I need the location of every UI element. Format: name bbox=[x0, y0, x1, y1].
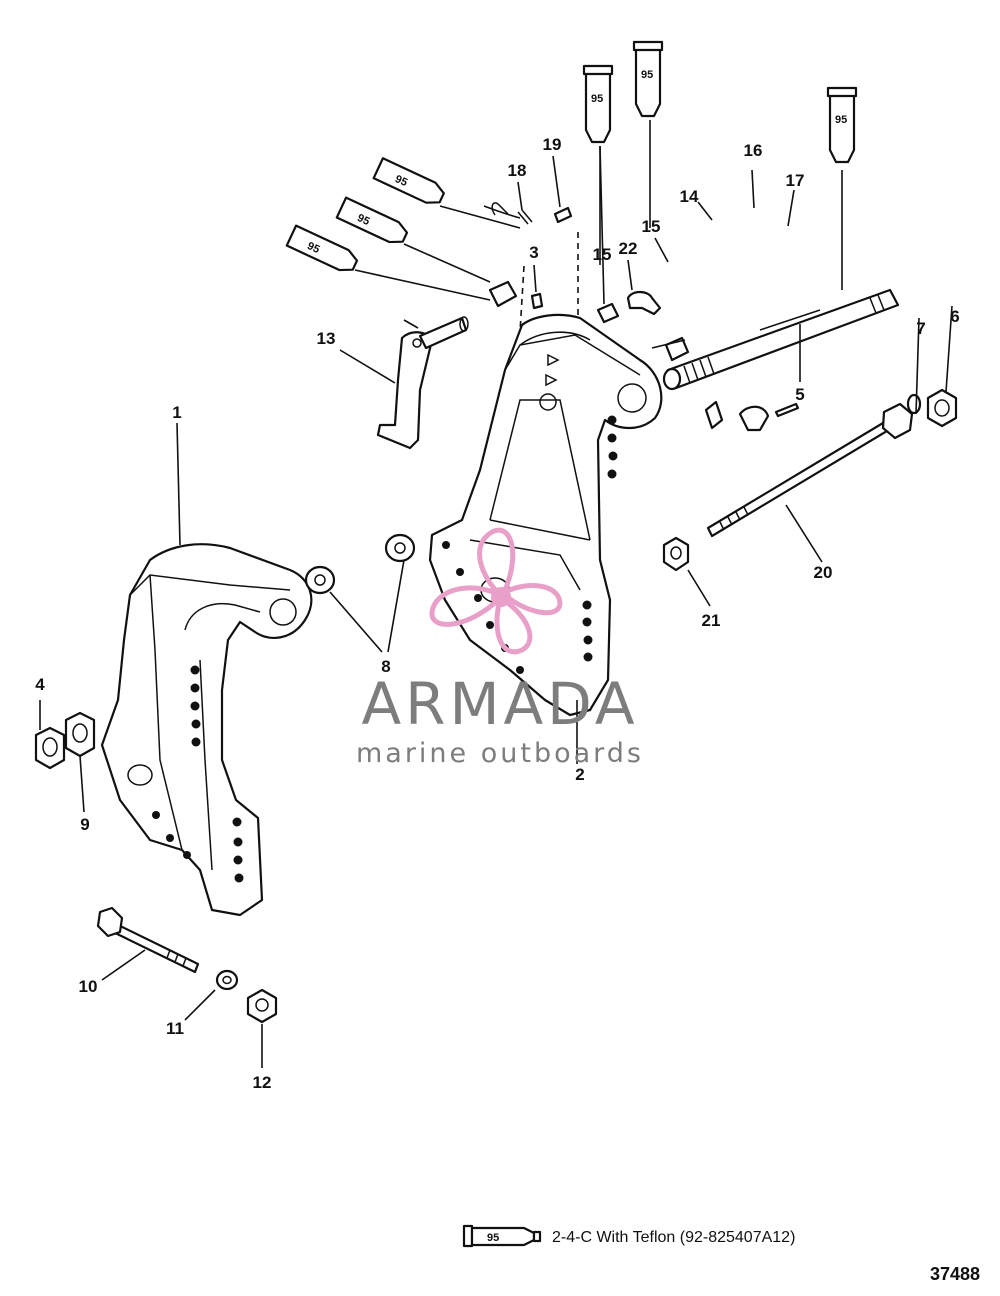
tube-label: 95 bbox=[355, 212, 371, 228]
tilt-tube-nut-part-6 bbox=[926, 388, 958, 428]
watermark-logo-icon bbox=[429, 527, 563, 655]
bushing-upper bbox=[488, 280, 518, 308]
tilt-tube bbox=[662, 288, 900, 391]
callout-5: 5 bbox=[795, 385, 804, 404]
lubricant-tube-2: 95 bbox=[632, 40, 664, 118]
nut-part-4 bbox=[34, 726, 66, 770]
callout-6: 6 bbox=[950, 307, 959, 326]
callout-18: 18 bbox=[508, 161, 527, 180]
callout-3: 3 bbox=[529, 243, 538, 262]
callout-21: 21 bbox=[702, 611, 721, 630]
watermark: ARMADA marine outboards bbox=[356, 527, 644, 769]
callout-12: 12 bbox=[253, 1073, 272, 1092]
grease-fitting-part-3 bbox=[530, 292, 544, 310]
callout-8: 8 bbox=[381, 657, 390, 676]
callout-1: 1 bbox=[172, 403, 181, 422]
legend: 95 2-4-C With Teflon (92-825407A12) bbox=[462, 1224, 795, 1248]
watermark-brand: ARMADA bbox=[361, 670, 638, 738]
legend-tube-icon: 95 bbox=[462, 1224, 542, 1248]
lubricant-tube-1: 95 bbox=[582, 64, 614, 144]
spring-part-18 bbox=[483, 205, 533, 225]
pin-part-17 bbox=[774, 402, 800, 418]
lubricant-tube-6: 95 bbox=[285, 224, 359, 272]
callout-4: 4 bbox=[35, 675, 45, 694]
callout-13: 13 bbox=[317, 329, 336, 348]
clamp-bracket-left bbox=[100, 543, 313, 917]
lubricant-tube-5: 95 bbox=[335, 196, 409, 244]
lubricant-tube-4: 95 bbox=[372, 157, 445, 204]
bushing-part-15-left bbox=[596, 302, 620, 324]
clamp-bracket-right bbox=[428, 313, 663, 717]
lubricant-tube-3: 95 bbox=[826, 86, 858, 164]
callout-19: 19 bbox=[543, 135, 562, 154]
spacer-part-14 bbox=[704, 400, 724, 430]
thrust-washer-right-part-8 bbox=[384, 533, 416, 563]
plunger-part-19 bbox=[553, 206, 573, 224]
long-bolt bbox=[706, 402, 914, 538]
callout-2: 2 bbox=[575, 765, 584, 784]
tilt-lever bbox=[376, 316, 469, 450]
callout-20: 20 bbox=[814, 563, 833, 582]
callout-16: 16 bbox=[744, 141, 763, 160]
short-bolt bbox=[96, 906, 200, 974]
tube-label: 95 bbox=[393, 173, 409, 189]
callout-17: 17 bbox=[786, 171, 805, 190]
tube-label: 95 bbox=[591, 93, 603, 105]
cam-part-16 bbox=[738, 405, 770, 432]
callout-11: 11 bbox=[166, 1019, 184, 1038]
washer-part-7 bbox=[906, 393, 922, 415]
callout-15-right: 15 bbox=[642, 217, 661, 236]
reference-number: 37488 bbox=[930, 1264, 980, 1284]
leader-lines bbox=[39, 120, 953, 1068]
small-hardware bbox=[483, 205, 800, 432]
washer-part-11 bbox=[215, 969, 239, 991]
tube-label: 95 bbox=[305, 240, 321, 256]
tube-label: 95 bbox=[835, 114, 847, 126]
callout-7: 7 bbox=[916, 319, 925, 338]
legend-tube-label: 95 bbox=[487, 1232, 499, 1244]
legend-text: 2-4-C With Teflon (92-825407A12) bbox=[552, 1229, 795, 1246]
thrust-washer-left-part-8 bbox=[304, 565, 336, 595]
callout-9: 9 bbox=[80, 815, 89, 834]
locknut-part-9 bbox=[64, 711, 96, 758]
tube-label: 95 bbox=[641, 69, 653, 81]
retainer-part-22 bbox=[626, 290, 662, 316]
callout-14: 14 bbox=[680, 187, 699, 206]
locknut-part-12 bbox=[246, 988, 278, 1024]
callout-22: 22 bbox=[619, 239, 638, 258]
locknut-part-21 bbox=[662, 536, 690, 572]
callouts: 1 2 3 4 5 6 7 8 9 10 11 12 13 14 15 15 1… bbox=[35, 135, 959, 1092]
callout-10: 10 bbox=[79, 977, 98, 996]
watermark-tagline: marine outboards bbox=[356, 738, 644, 769]
callout-15-left: 15 bbox=[593, 245, 612, 264]
